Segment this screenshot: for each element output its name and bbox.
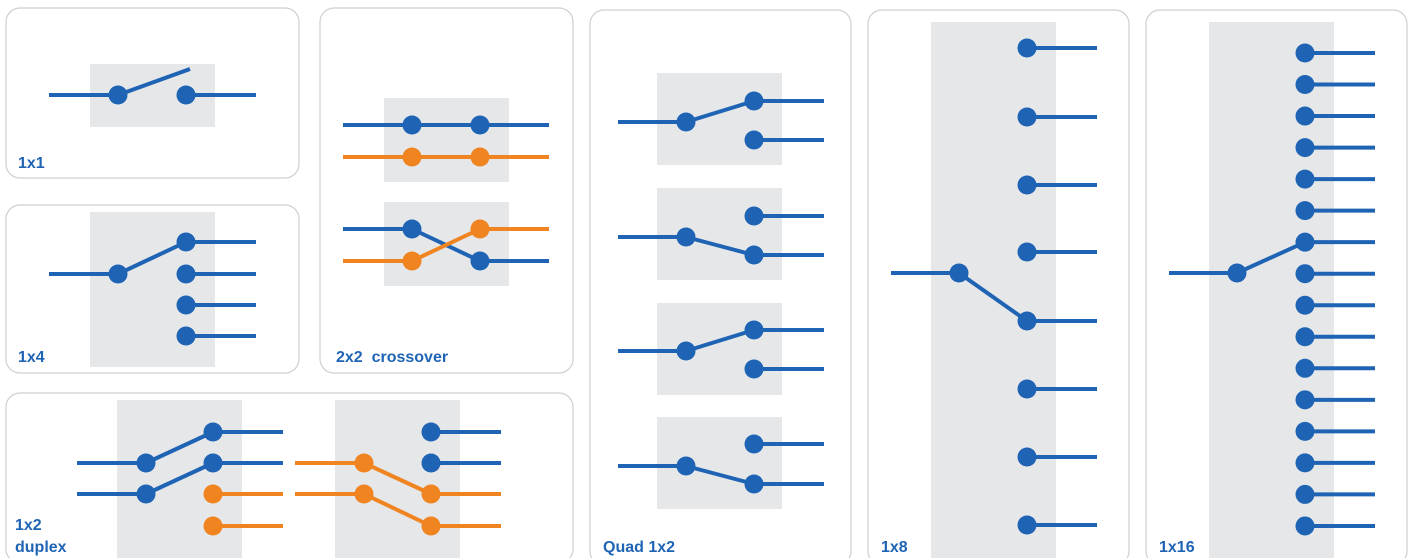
label-quad-1x2: Quad 1x2: [603, 539, 675, 556]
output-node-2: [203, 453, 223, 473]
output-node-8: [1295, 264, 1315, 284]
output-node-b: [744, 130, 764, 150]
switch-arm: [685, 235, 755, 257]
output-node-orange: [470, 147, 490, 167]
switch-box-quad-4: [657, 417, 782, 509]
output-node-7: [1295, 232, 1315, 252]
output-node-5: [1295, 169, 1315, 189]
switch-arm-1: [145, 430, 214, 465]
label-duplex: duplex: [15, 539, 67, 556]
switch-arm: [685, 99, 755, 124]
output-node-2: [1295, 75, 1315, 95]
output-node-4: [1295, 138, 1315, 158]
label-2x2-crossover: 2x2 crossover: [336, 349, 448, 366]
input-node-2: [354, 484, 374, 504]
input-node-orange: [402, 147, 422, 167]
output-node-2: [1017, 107, 1037, 127]
output-node-1: [203, 422, 223, 442]
output-node-8: [1017, 515, 1037, 535]
output-node-3: [203, 484, 223, 504]
input-node-2: [136, 484, 156, 504]
switch-wires: [49, 38, 1375, 536]
output-node-1: [176, 232, 196, 252]
output-node-14: [1295, 453, 1315, 473]
output-node-4: [203, 516, 223, 536]
output-node-blue: [470, 115, 490, 135]
output-node-2: [176, 264, 196, 284]
switch-arm: [1236, 240, 1306, 275]
output-node-11: [1295, 358, 1315, 378]
switch-arm: [957, 271, 1029, 323]
output-node-10: [1295, 327, 1315, 347]
output-node-a: [744, 206, 764, 226]
output-node-3: [176, 295, 196, 315]
output-node-7: [1017, 447, 1037, 467]
switch-arm: [117, 240, 187, 276]
switch-arm-2: [363, 492, 432, 528]
output-node-3: [421, 484, 441, 504]
output-node-2: [421, 453, 441, 473]
switch-box-1x16: [1209, 22, 1334, 558]
output-node-15: [1295, 484, 1315, 504]
output-node-b: [744, 245, 764, 265]
output-node-4: [1017, 242, 1037, 262]
switch-arm: [117, 67, 191, 97]
input-node-orange: [402, 251, 422, 271]
switch-arm: [685, 328, 755, 353]
input-node-3: [676, 341, 696, 361]
output-node-16: [1295, 516, 1315, 536]
output-node-a: [744, 434, 764, 454]
switch-arm-1: [363, 461, 432, 496]
output-node-4: [421, 516, 441, 536]
label-1x4: 1x4: [18, 349, 45, 366]
switch-box-2x2-straight: [384, 98, 509, 182]
input-node-blue: [402, 219, 422, 239]
output-node-13: [1295, 421, 1315, 441]
switch-box-1x4: [90, 212, 215, 367]
output-node-6: [1017, 379, 1037, 399]
input-node: [108, 264, 128, 284]
input-node-1: [676, 112, 696, 132]
input-node-2: [676, 227, 696, 247]
input-node-1: [354, 453, 374, 473]
output-node-3: [1295, 106, 1315, 126]
output-node-9: [1295, 295, 1315, 315]
output-node-a: [744, 320, 764, 340]
output-node-blue: [470, 251, 490, 271]
switch-box-quad-1: [657, 73, 782, 165]
label-1x8: 1x8: [881, 539, 908, 556]
output-node-1: [1017, 38, 1037, 58]
input-node-blue: [402, 115, 422, 135]
panel-1x2-duplex: [5, 392, 574, 558]
input-node: [1227, 263, 1247, 283]
output-node-4: [176, 326, 196, 346]
output-node-3: [1017, 175, 1037, 195]
label-1x16: 1x16: [1159, 539, 1195, 556]
input-node: [108, 85, 128, 105]
cross-line-orange: [411, 227, 481, 263]
input-node-1: [136, 453, 156, 473]
output-node-orange: [470, 219, 490, 239]
output-node: [176, 85, 196, 105]
input-node: [949, 263, 969, 283]
label-1x1: 1x1: [18, 155, 45, 172]
switch-box-quad-2: [657, 188, 782, 280]
switch-box-1x8: [931, 22, 1056, 558]
switch-arm-2: [145, 461, 214, 496]
output-node-12: [1295, 390, 1315, 410]
label-1x2: 1x2: [15, 517, 42, 534]
panel-quad-1x2: [589, 9, 852, 558]
switch-arm: [685, 464, 755, 486]
output-node-5: [1017, 311, 1037, 331]
input-node-4: [676, 456, 696, 476]
output-node-1: [421, 422, 441, 442]
output-node-6: [1295, 201, 1315, 221]
output-node-b: [744, 474, 764, 494]
output-node-a: [744, 91, 764, 111]
output-node-1: [1295, 43, 1315, 63]
panel-2x2-crossover: [319, 7, 574, 374]
output-node-b: [744, 359, 764, 379]
